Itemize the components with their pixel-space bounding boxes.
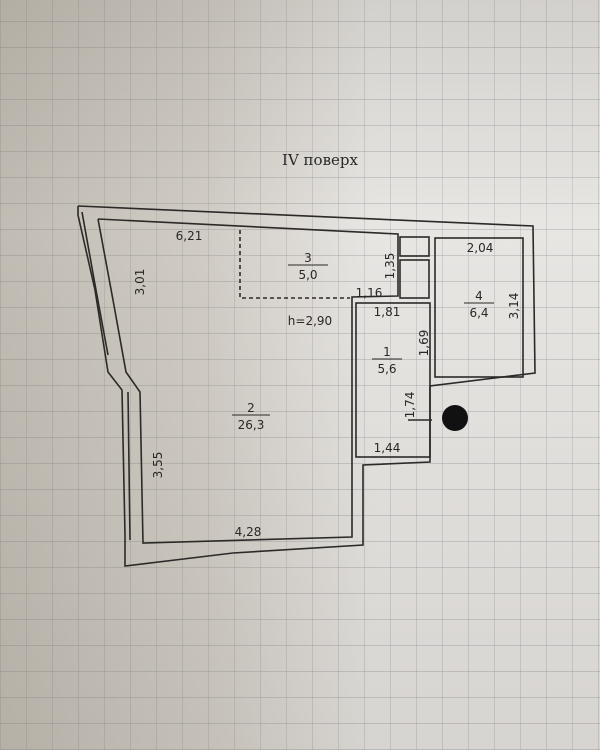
- walls: [77, 205, 536, 567]
- room-4-wall: [434, 237, 524, 378]
- room-1-label: 1 5,6: [372, 345, 402, 376]
- dimension-labels: 6,21 3,01 3,55 4,28 1,35 1,16 1,81 1,69 …: [133, 229, 521, 539]
- dimension-label: 1,35: [383, 253, 397, 280]
- dimension-label: 1,69: [417, 330, 431, 357]
- room-number: 3: [304, 251, 312, 265]
- dimension-label: 1,74: [403, 392, 417, 419]
- room-1-wall: [355, 302, 431, 458]
- room-area: 6,4: [469, 306, 488, 320]
- dimension-label: 4,28: [235, 525, 262, 539]
- ceiling-height-label: h=2,90: [288, 314, 332, 328]
- room-3-label: 3 5,0: [288, 251, 328, 282]
- room-number: 2: [247, 401, 255, 415]
- dimension-label: 3,01: [133, 269, 147, 296]
- room-area: 26,3: [238, 418, 265, 432]
- dimension-label: 1,44: [374, 441, 401, 455]
- shaft-lower: [399, 259, 430, 299]
- dimension-label: 1,16: [356, 286, 383, 300]
- room-number: 4: [475, 289, 483, 303]
- dimension-label: 3,55: [151, 452, 165, 479]
- window-left-upper: [81, 211, 109, 356]
- dimension-label: 1,81: [374, 305, 401, 319]
- room-3-dashed-boundary: [239, 230, 350, 299]
- room-number: 1: [383, 345, 391, 359]
- dimension-label: 3,14: [507, 293, 521, 320]
- room-4-label: 4 6,4: [464, 289, 494, 320]
- dimension-label: 2,04: [467, 241, 494, 255]
- room-2-label: 2 26,3: [232, 401, 270, 432]
- inner-wall-room-2: [97, 218, 399, 544]
- dimension-label: 6,21: [176, 229, 203, 243]
- riser-icon: [442, 405, 468, 431]
- window-left-lower: [127, 391, 131, 541]
- floor-title: IV поверх: [282, 151, 358, 169]
- shaft-upper: [399, 236, 430, 257]
- room-area: 5,0: [298, 268, 317, 282]
- room-area: 5,6: [377, 362, 396, 376]
